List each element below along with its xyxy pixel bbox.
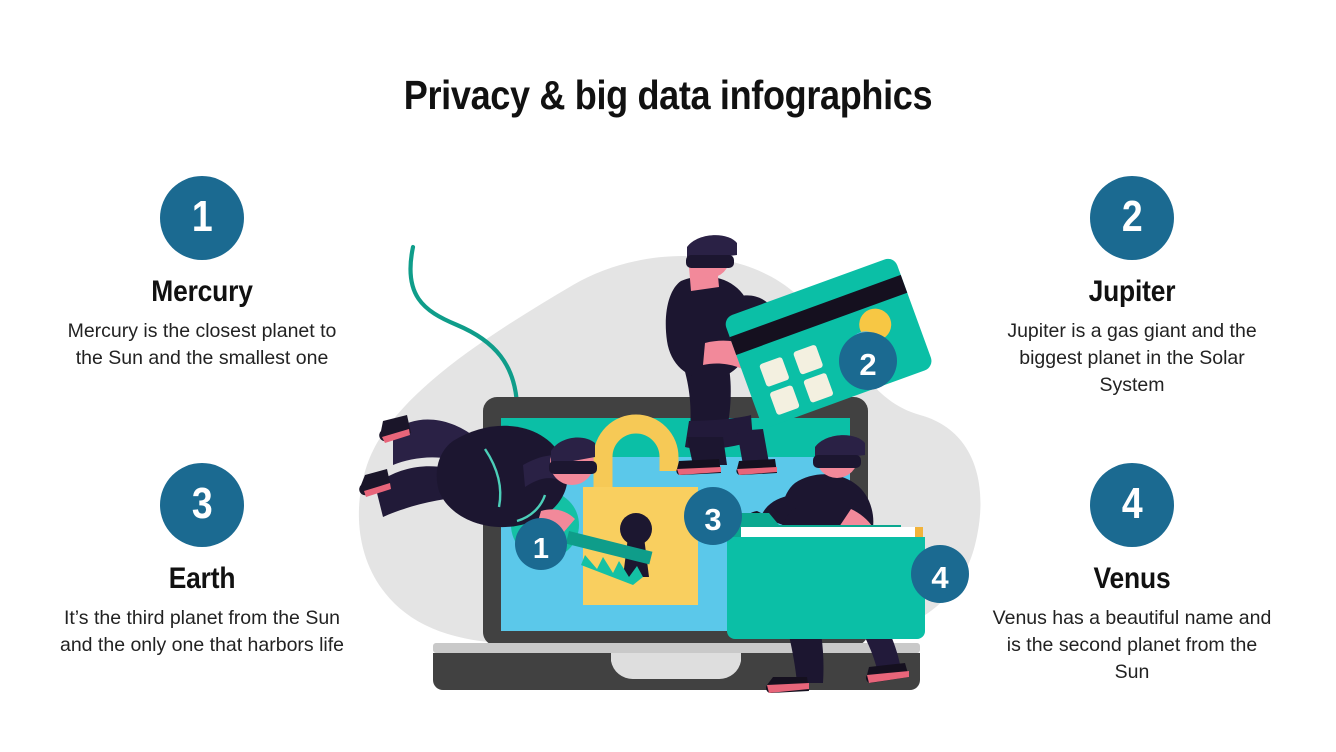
privacy-illustration: 1 2 3 4 — [345, 225, 995, 705]
thief-rappelling-icon — [359, 415, 597, 533]
laptop-base-icon — [433, 643, 920, 690]
illustration-marker-1[interactable]: 1 — [515, 518, 567, 570]
number-badge-2-label: 2 — [1121, 192, 1143, 241]
info-item-earth[interactable]: 3 Earth It’s the third planet from the S… — [52, 463, 352, 659]
info-item-mercury[interactable]: 1 Mercury Mercury is the closest planet … — [52, 176, 352, 372]
info-item-jupiter-title: Jupiter — [1088, 275, 1176, 308]
info-item-venus-description: Venus has a beautiful name and is the se… — [992, 607, 1272, 683]
number-badge-3: 3 — [160, 463, 244, 547]
page-title: Privacy & big data infographics — [403, 72, 933, 118]
number-badge-1: 1 — [160, 176, 244, 260]
number-badge-3-label: 3 — [191, 479, 213, 528]
illustration-marker-2[interactable]: 2 — [839, 332, 897, 390]
info-item-jupiter-description: Jupiter is a gas giant and the biggest p… — [1007, 320, 1257, 396]
info-item-mercury-description: Mercury is the closest planet to the Sun… — [67, 320, 337, 369]
number-badge-4: 4 — [1090, 463, 1174, 547]
info-item-venus[interactable]: 4 Venus Venus has a beautiful name and i… — [982, 463, 1282, 686]
info-item-earth-description: It’s the third planet from the Sun and t… — [59, 607, 345, 656]
illustration-marker-3[interactable]: 3 — [684, 487, 742, 545]
number-badge-1-label: 1 — [191, 192, 213, 241]
illustration-marker-4[interactable]: 4 — [911, 545, 969, 603]
svg-text:3: 3 — [704, 502, 721, 537]
info-item-earth-title: Earth — [168, 562, 236, 595]
info-item-venus-title: Venus — [1093, 562, 1171, 595]
svg-text:4: 4 — [931, 560, 949, 595]
rope-icon — [408, 244, 520, 433]
info-item-jupiter[interactable]: 2 Jupiter Jupiter is a gas giant and the… — [982, 176, 1282, 399]
folder-icon — [727, 513, 925, 639]
info-item-mercury-title: Mercury — [151, 275, 253, 308]
number-badge-2: 2 — [1090, 176, 1174, 260]
svg-text:2: 2 — [859, 347, 876, 382]
number-badge-4-label: 4 — [1121, 479, 1143, 528]
svg-text:1: 1 — [533, 533, 549, 565]
thief-folder-icon — [727, 435, 925, 693]
